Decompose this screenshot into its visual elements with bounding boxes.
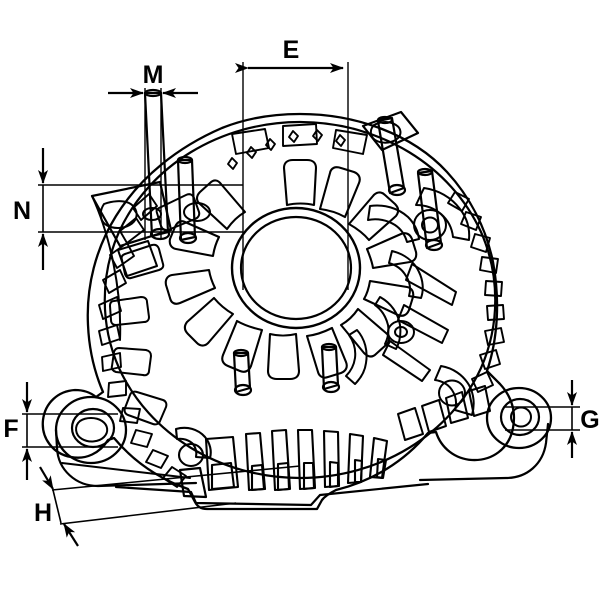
bottom-flange [114, 466, 430, 507]
dimension-H-ext-lower [59, 502, 237, 525]
dimension-label-H: H [34, 499, 52, 527]
stud-right-lower [416, 167, 444, 252]
stud-bottom-left [232, 348, 253, 397]
dimension-annotations [22, 62, 580, 547]
drawing-body [41, 88, 553, 511]
lower-left-small-lug [174, 426, 212, 468]
mount-ear-left [54, 395, 198, 488]
dimension-H-arrow-upper [39, 466, 54, 490]
fan-blades [164, 158, 418, 381]
rear-plate-circle [103, 120, 497, 480]
dimension-label-G: G [580, 406, 599, 434]
upper-left-bracket [90, 180, 173, 341]
dimension-F [22, 382, 118, 480]
lower-right-lug [434, 365, 475, 416]
rim-ribs-left-lower [119, 407, 187, 488]
rim-tabs-top [227, 123, 368, 170]
stud-left-mid [176, 155, 198, 245]
small-bosses [142, 202, 415, 344]
hub-outer-ring [230, 206, 362, 330]
mount-ear-right [418, 386, 553, 482]
dimension-labels: E M N F G H [3, 36, 599, 527]
housing-outline [41, 112, 516, 511]
dimension-N [38, 148, 243, 270]
hub-inner-ring [239, 215, 353, 321]
housing-silhouette [41, 112, 516, 511]
dimension-E [235, 62, 349, 290]
dimension-H [39, 465, 301, 547]
upper-right-arm [361, 110, 420, 152]
stud-left-tall [143, 88, 171, 241]
cooling-slots-bottom [204, 428, 389, 492]
dimension-label-F: F [3, 415, 18, 443]
ribs-lower-right [397, 385, 491, 441]
fan-assembly [164, 158, 418, 381]
dimension-M [108, 88, 198, 240]
stud-bottom-right [320, 342, 341, 394]
dimension-label-M: M [143, 61, 164, 89]
casting-detail-right [345, 204, 457, 385]
dimension-H-ext-upper [51, 465, 301, 491]
dimension-label-N: N [13, 197, 31, 225]
dimension-H-line [52, 489, 62, 524]
dimension-label-E: E [283, 36, 300, 64]
dimension-H-arrow-lower [63, 523, 79, 547]
dimension-G [505, 380, 580, 458]
